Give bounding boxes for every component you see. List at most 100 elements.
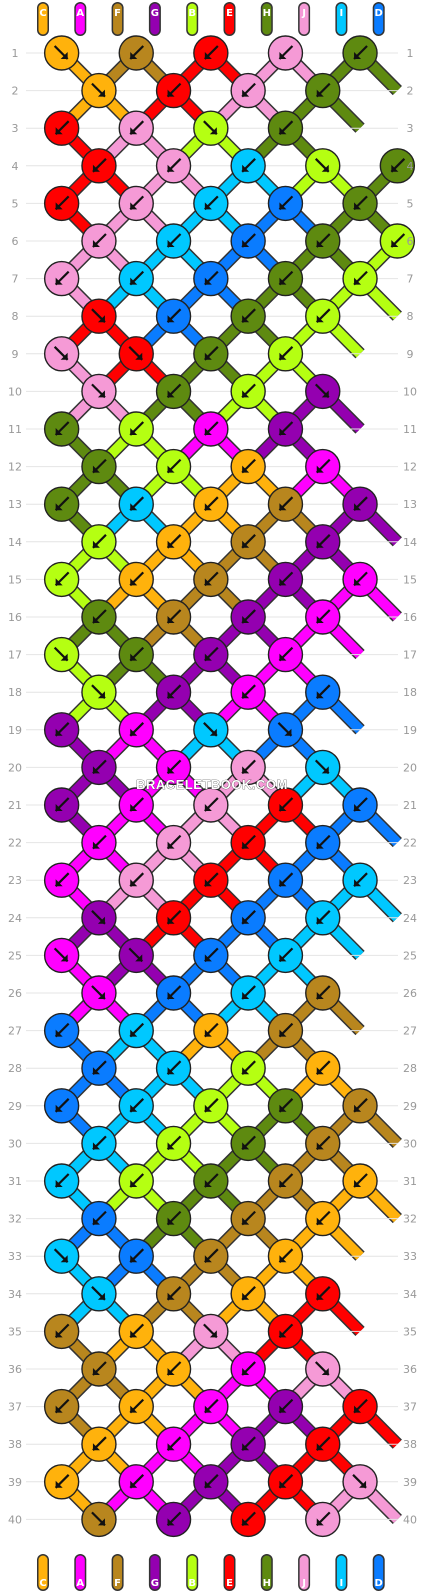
string-label-bottom: A [76,1578,84,1589]
knot [43,1313,80,1350]
arrow-head-icon [167,766,175,774]
arrow-head-icon [242,240,250,247]
knot [118,486,154,522]
arrow-head-icon [92,465,100,473]
arrow-head-icon [316,1292,324,1300]
arrow-head-icon [97,315,105,323]
arrow-head-icon [92,1217,100,1225]
knot [193,787,229,823]
arrow-head-icon [279,352,287,360]
knot [43,862,80,898]
arrow-head-icon [316,1217,324,1225]
string-label-bottom: H [263,1578,271,1589]
knot [342,185,378,222]
row-number-right: 22 [403,837,417,850]
arrow-head-icon [167,1443,175,1451]
knot [81,1125,117,1162]
row-number-left: 31 [8,1175,22,1188]
string-label-top: A [76,8,84,19]
row-number-right: 5 [407,197,414,210]
knot [43,486,80,522]
row-number-right: 20 [403,761,417,774]
arrow-head-icon [316,89,324,97]
arrow-head-icon [55,202,63,210]
arrow-head-icon [204,352,212,360]
knot [305,448,341,485]
arrow-head-icon [316,992,324,999]
arrow-head-icon [204,202,212,210]
arrow-head-icon [242,465,250,473]
knot [342,1163,378,1199]
knot [230,373,266,410]
arrow-head-icon [130,1180,138,1187]
arrow-head-icon [391,240,399,247]
knot [267,787,304,823]
knot [155,1200,192,1237]
arrow-head-icon [55,578,63,586]
arrow-head-icon [316,1142,324,1150]
arrow-head-icon [130,127,138,135]
knot [267,712,304,748]
row-number-left: 16 [8,611,22,624]
knot [193,561,229,598]
arrow-head-icon [316,691,324,699]
knot [193,862,229,898]
arrow-head-icon [130,653,138,661]
row-number-right: 12 [403,461,417,474]
knot [81,148,117,184]
knot [81,824,117,861]
knot [43,110,80,146]
row-number-left: 7 [12,273,19,286]
knot [43,636,80,673]
arrow-head-icon [167,465,175,473]
knot [267,35,304,71]
string-label-top: D [375,8,383,19]
arrow-head-icon [167,164,175,172]
arrow-head-icon [242,390,250,398]
knot [342,260,378,297]
watermark: BRACELETBOOK.COM [136,777,288,792]
knot [193,712,229,748]
knot [230,72,266,109]
arrow-head-icon [316,315,324,323]
arrow-head-icon [204,879,212,887]
knot [118,636,154,673]
arrow-head-icon [167,390,175,398]
arrow-head-icon [242,1142,250,1150]
arrow-head-icon [97,992,105,999]
arrow-head-icon [60,1255,68,1263]
arrow-head-icon [167,1142,175,1150]
row-number-left: 24 [8,912,22,925]
knot [81,1200,117,1237]
arrow-head-icon [279,52,287,59]
knot [118,110,154,146]
string-label-bottom: D [375,1578,383,1589]
knot [193,1464,229,1500]
row-number-right: 30 [403,1137,417,1150]
arrow-head-icon [354,277,362,285]
knot [81,1426,117,1462]
arrow-head-icon [279,954,287,962]
arrow-head-icon [209,728,217,736]
knot [193,336,229,372]
row-number-left: 18 [8,686,22,699]
row-number-left: 33 [8,1250,22,1263]
knot [81,975,117,1011]
arrow-head-icon [279,503,287,511]
knot [43,1163,80,1199]
knot [193,411,229,447]
knot [305,900,341,936]
arrow-head-icon [97,916,105,924]
arrow-head-icon [167,992,175,999]
arrow-head-icon [130,1029,138,1037]
arrow-head-icon [279,804,287,811]
knot [43,185,80,222]
arrow-head-icon [204,428,212,435]
arrow-head-icon [167,540,175,548]
arrow-head-icon [209,1330,217,1338]
knot [43,1388,80,1425]
arrow-head-icon [209,127,217,135]
arrow-head-icon [204,503,212,511]
arrow-head-icon [92,1368,100,1375]
knot [155,674,192,710]
